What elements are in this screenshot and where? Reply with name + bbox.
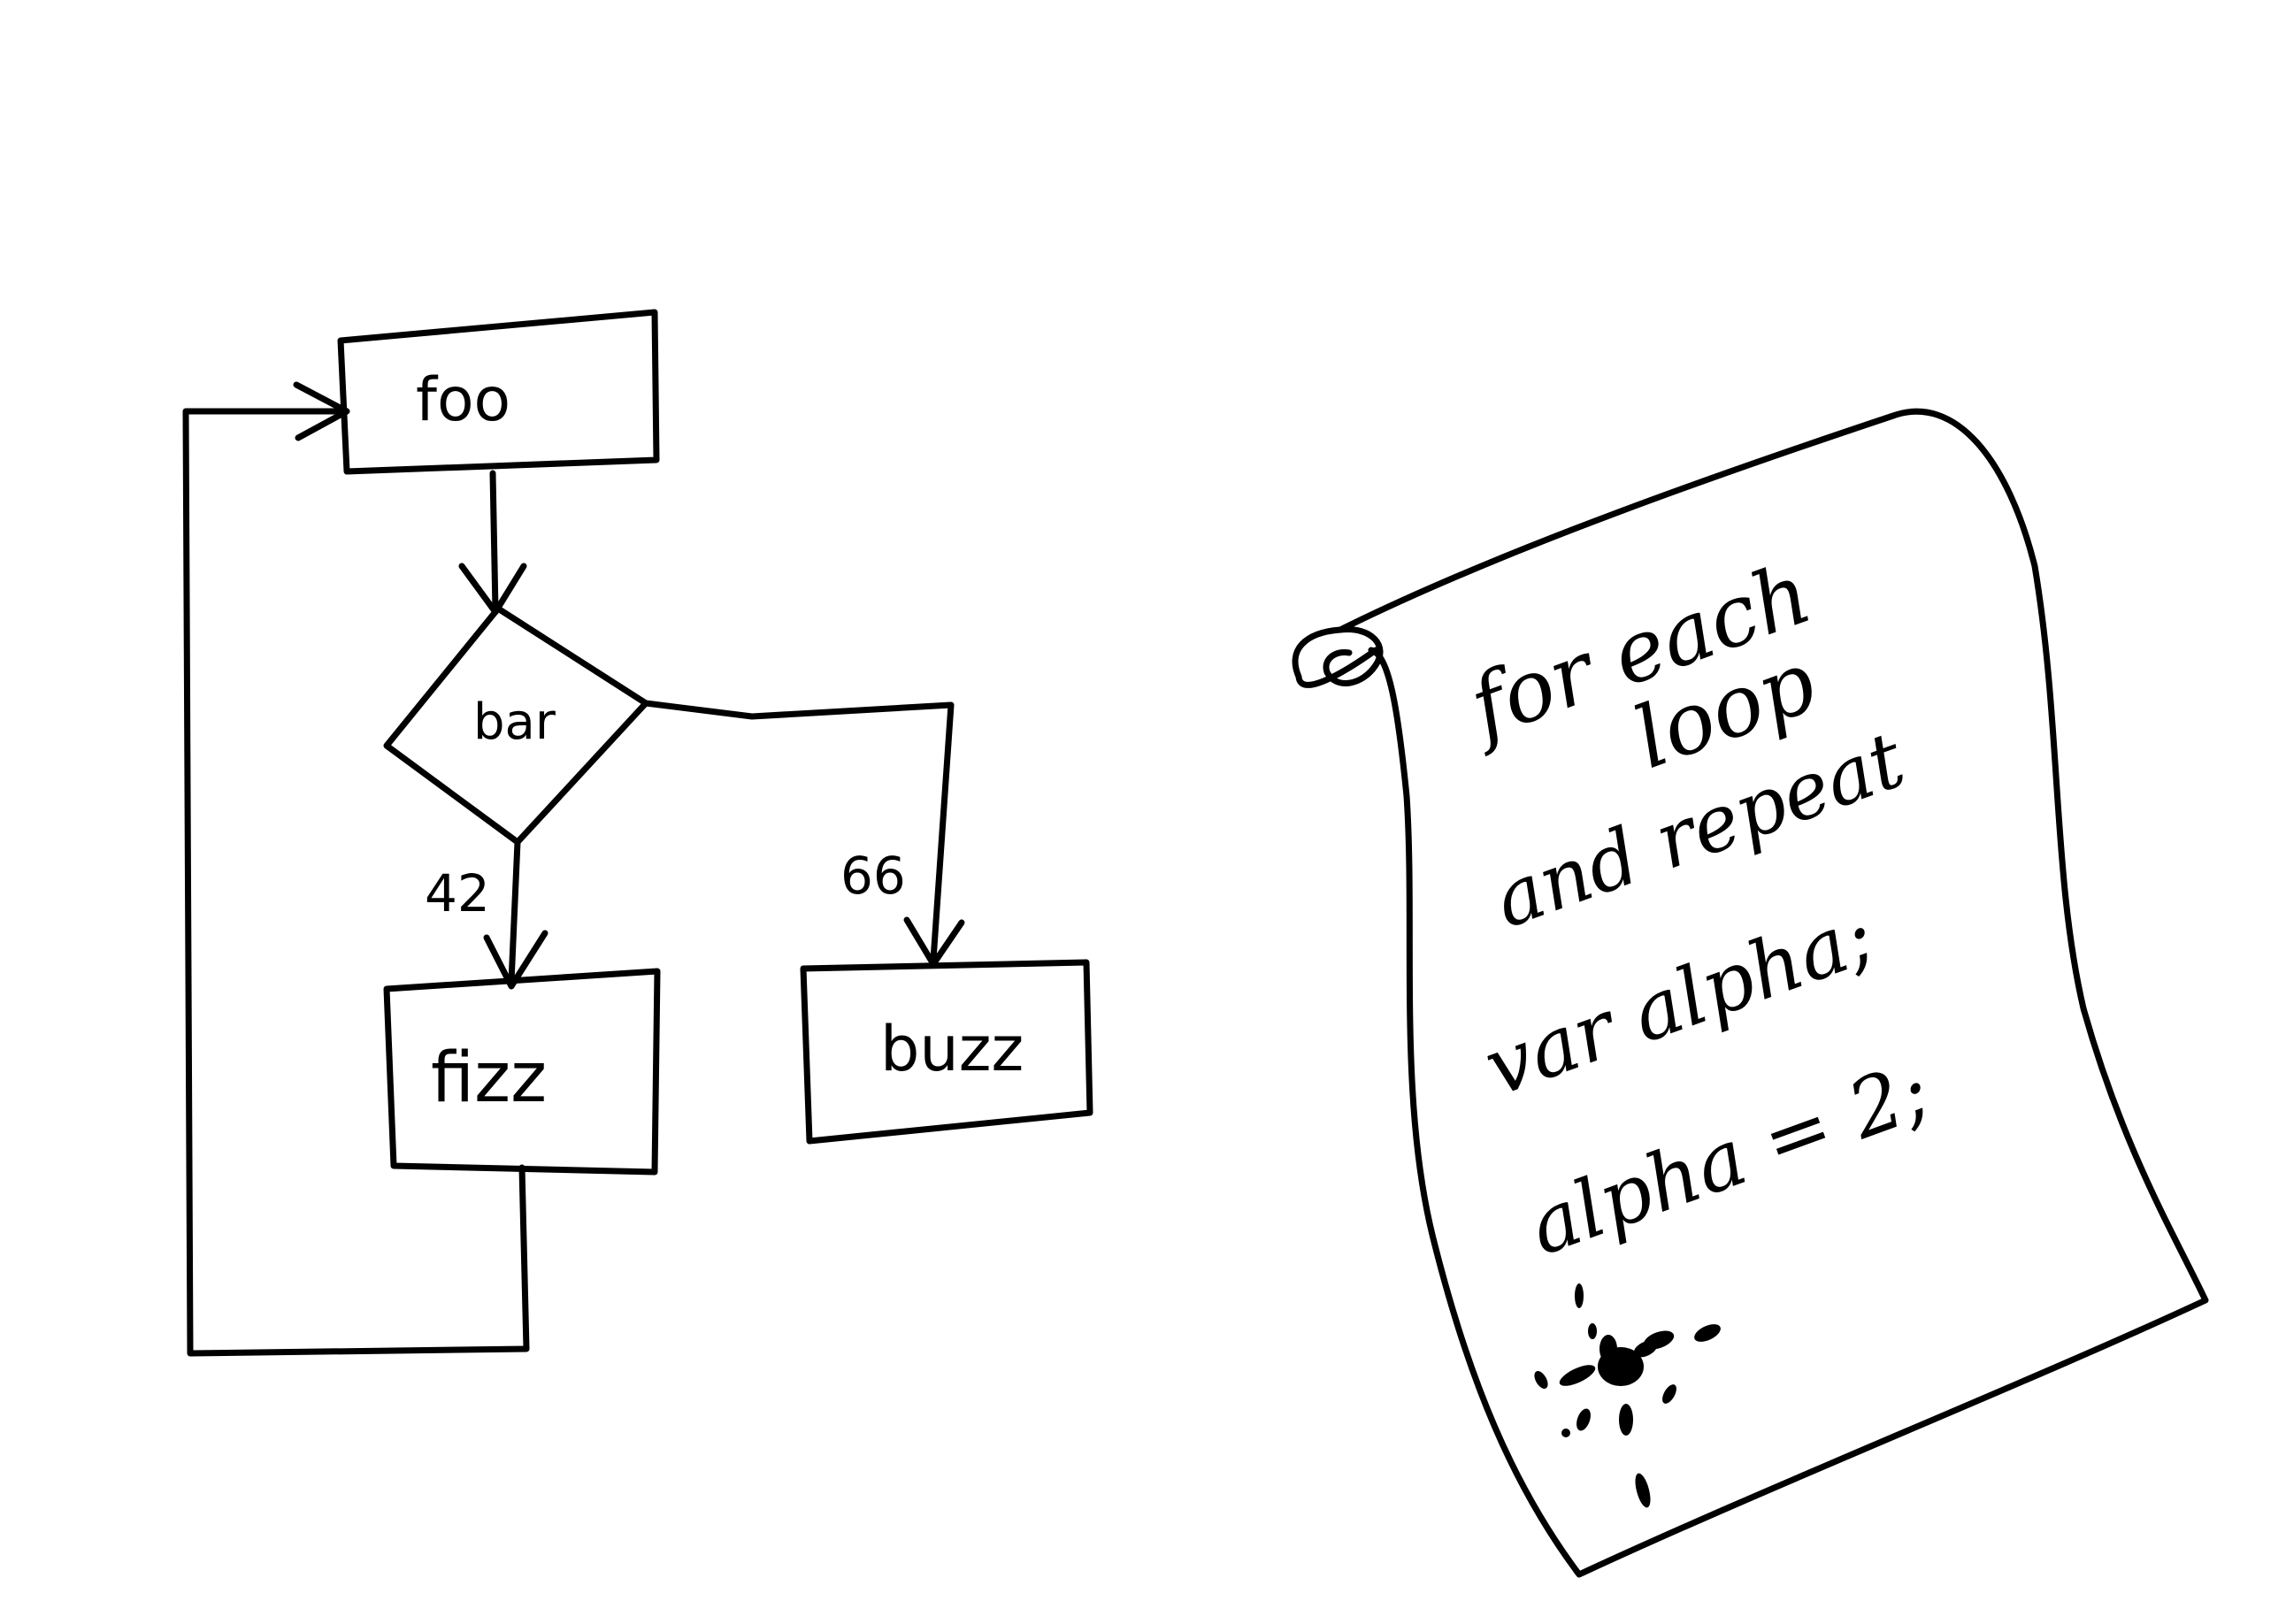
scroll-outline	[1337, 408, 2209, 1578]
flowchart: foo bar 66 42 fizz	[182, 309, 1093, 1357]
loop-back-arrow	[182, 381, 530, 1357]
arrow-bar-to-buzz	[642, 700, 965, 968]
buzz-label: buzz	[880, 1013, 1024, 1085]
arrow-bar-to-fizz	[483, 839, 548, 990]
foo-label: foo	[416, 365, 510, 435]
ink-splatter	[1534, 1283, 1721, 1508]
bar-decision-diamond: bar	[383, 605, 649, 846]
foo-box: foo	[337, 309, 660, 475]
branch-label-66: 66	[840, 846, 906, 906]
fizz-box: fizz	[383, 968, 661, 1176]
bar-label: bar	[473, 693, 556, 751]
fizz-label: fizz	[431, 1038, 547, 1118]
scroll-roll	[1292, 626, 1384, 688]
branch-label-42: 42	[425, 863, 490, 923]
scroll: for each loop and repeat var alpha; alph…	[1292, 408, 2209, 1578]
buzz-box: buzz	[800, 959, 1093, 1145]
arrow-foo-to-bar	[458, 470, 527, 616]
